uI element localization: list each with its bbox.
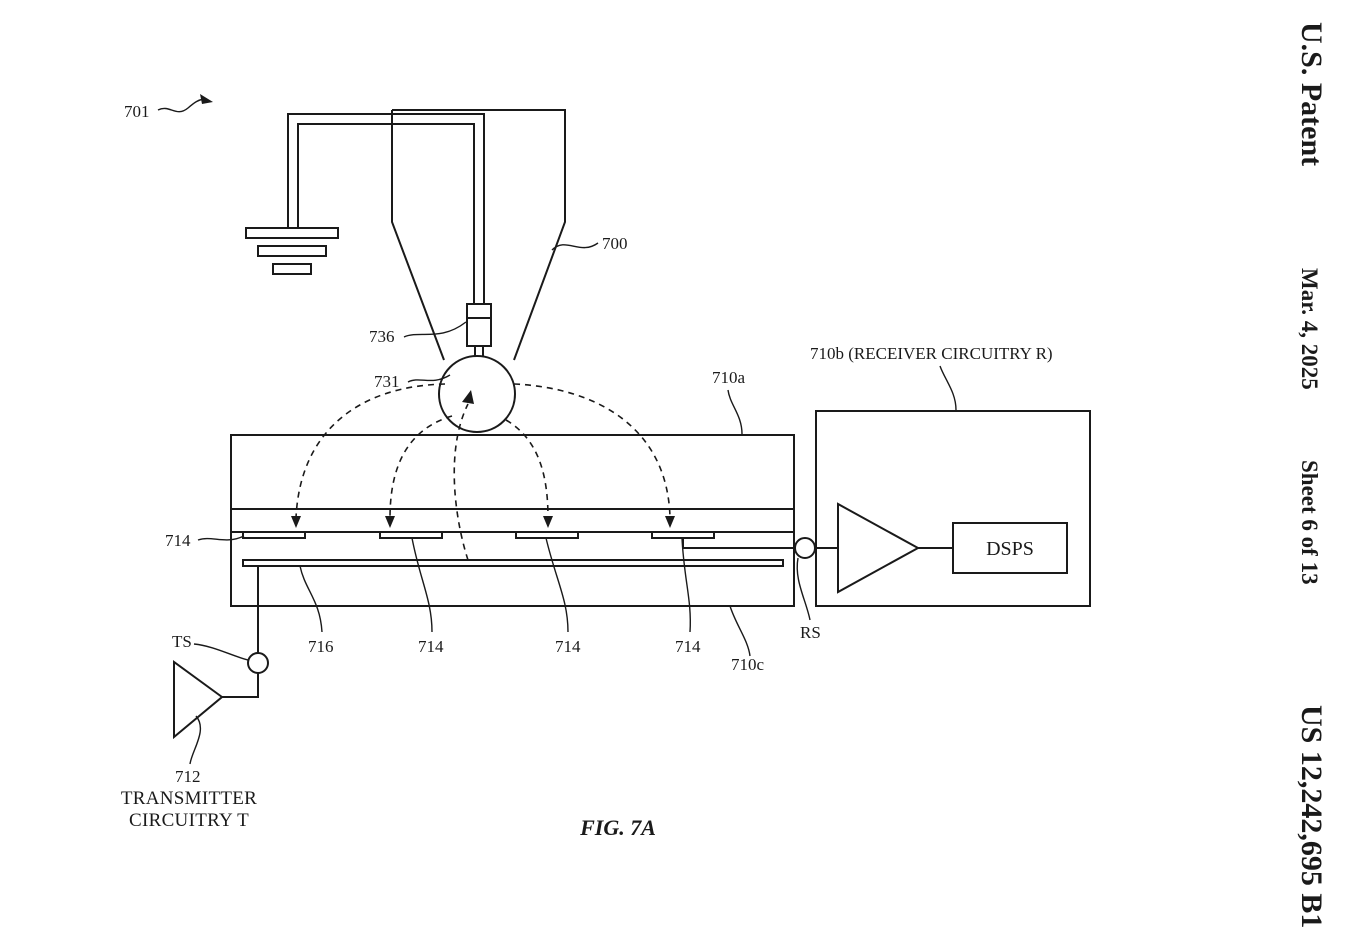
header-date: Mar. 4, 2025 bbox=[1297, 268, 1322, 390]
transmitter-caption-line-1: TRANSMITTER bbox=[121, 788, 257, 809]
electrode-716 bbox=[242, 559, 784, 567]
arrow-field-4 bbox=[665, 516, 675, 528]
label-701: 701 bbox=[124, 102, 150, 121]
label-714-a: 714 bbox=[418, 637, 444, 656]
touch-panel bbox=[230, 434, 795, 607]
label-rs: RS bbox=[800, 623, 821, 642]
field-line-up bbox=[453, 403, 469, 561]
arrow-field-3 bbox=[543, 516, 553, 528]
stylus-body-left bbox=[391, 110, 445, 361]
leader-714-c bbox=[681, 537, 692, 633]
arrow-field-2 bbox=[385, 516, 395, 528]
electrode-714-1 bbox=[242, 531, 306, 539]
stylus-body-right bbox=[392, 109, 566, 361]
leader-701 bbox=[157, 98, 205, 113]
panel-outline bbox=[230, 434, 795, 607]
arrow-field-1 bbox=[291, 516, 301, 528]
leader-ts bbox=[193, 643, 249, 661]
transmitter-circuitry bbox=[173, 566, 269, 740]
field-line-2 bbox=[389, 415, 453, 519]
component-736-top bbox=[466, 303, 492, 319]
stylus bbox=[245, 109, 566, 433]
dsps-box bbox=[952, 522, 1068, 574]
ground-plate-3 bbox=[272, 263, 312, 275]
label-710b: 710b (RECEIVER CIRCUITRY R) bbox=[810, 344, 1053, 363]
label-712: 712 bbox=[175, 767, 201, 786]
label-714-b: 714 bbox=[555, 637, 581, 656]
arrow-field-up bbox=[462, 390, 474, 404]
ground-plate-1 bbox=[245, 227, 339, 239]
leader-rs bbox=[796, 557, 811, 621]
label-731: 731 bbox=[374, 372, 400, 391]
label-716: 716 bbox=[308, 637, 334, 656]
label-ts: TS bbox=[172, 632, 192, 651]
rs-node bbox=[794, 537, 816, 559]
ground-wire-inner bbox=[297, 123, 475, 304]
leader-714-b bbox=[545, 537, 569, 633]
ground-wire-outer bbox=[287, 113, 485, 304]
leader-710a bbox=[727, 389, 743, 435]
ts-node bbox=[247, 652, 269, 674]
leader-710c bbox=[729, 605, 751, 657]
label-714-left: 714 bbox=[165, 531, 191, 550]
receiver-amplifier bbox=[837, 502, 921, 594]
arrow-701 bbox=[200, 94, 213, 104]
leader-714-a bbox=[411, 537, 433, 633]
field-line-3 bbox=[505, 419, 549, 519]
leader-736 bbox=[403, 321, 467, 338]
field-line-4 bbox=[513, 383, 671, 519]
label-714-c: 714 bbox=[675, 637, 701, 656]
transmitter-amplifier bbox=[173, 660, 224, 740]
leader-700 bbox=[551, 242, 599, 251]
leader-716 bbox=[299, 565, 323, 633]
header-patent-number: US 12,242,695 B1 bbox=[1295, 705, 1328, 928]
receive-trace bbox=[682, 538, 794, 549]
ts-to-amp bbox=[222, 673, 259, 698]
label-700: 700 bbox=[602, 234, 628, 253]
ground-plate-2 bbox=[257, 245, 327, 257]
leader-714-left bbox=[197, 535, 245, 541]
transmitter-caption-line-2: CIRCUITRY T bbox=[129, 810, 249, 831]
receiver-box bbox=[815, 410, 1091, 607]
electrode-714-4 bbox=[651, 531, 715, 539]
stylus-tip-731 bbox=[438, 355, 516, 433]
leader-712 bbox=[189, 715, 202, 765]
figure-caption: FIG. 7A bbox=[579, 815, 656, 840]
dsps-label: DSPS bbox=[986, 538, 1034, 560]
label-710a: 710a bbox=[712, 368, 746, 387]
field-lines bbox=[291, 383, 675, 561]
leader-710b bbox=[939, 365, 957, 411]
label-710c: 710c bbox=[731, 655, 765, 674]
label-736: 736 bbox=[369, 327, 395, 346]
leader-731 bbox=[407, 374, 451, 383]
field-line-1 bbox=[295, 383, 446, 519]
header-sheet: Sheet 6 of 13 bbox=[1297, 460, 1322, 585]
header-title: U.S. Patent bbox=[1295, 22, 1328, 166]
component-736-body bbox=[466, 317, 492, 347]
receiver-circuitry: DSPS bbox=[794, 410, 1091, 607]
patent-header: U.S. Patent Mar. 4, 2025 Sheet 6 of 13 U… bbox=[1295, 22, 1328, 928]
electrode-714-2 bbox=[379, 531, 443, 539]
electrode-714-3 bbox=[515, 531, 579, 539]
